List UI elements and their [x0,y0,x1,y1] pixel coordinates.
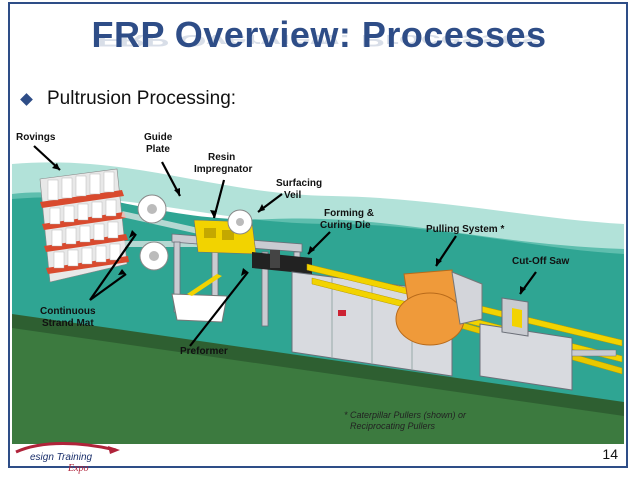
label-note-1: * Caterpillar Pullers (shown) or [344,410,467,420]
pultrusion-diagram: Rovings Guide Plate Resin Impregnator Su… [12,132,624,444]
cut-off-saw [479,297,617,391]
floor [12,324,624,444]
label-pulling-system: Pulling System * [426,224,504,235]
label-strand-2: Strand Mat [42,318,94,329]
label-guide-plate-1: Guide [144,132,173,143]
design-training-expo-logo: esign Training Expo [15,442,120,474]
logo-line-1: esign Training [30,452,93,463]
label-note-2: Reciprocating Pullers [350,421,436,431]
logo-line-2: Expo [67,463,89,474]
label-resin-2: Impregnator [194,164,252,175]
label-resin-1: Resin [208,152,235,163]
diagram-labels: Rovings Guide Plate Resin Impregnator Su… [16,132,569,431]
label-surfacing-2: Veil [284,190,301,201]
pulling-system [395,269,483,346]
bullet-text: Pultrusion Processing: [47,88,237,109]
bullet-item: Pultrusion Processing: [20,88,237,110]
rovings-rack [39,168,129,283]
page-number: 14 [602,446,618,462]
label-forming-1: Forming & [324,208,374,219]
slide-title: FRP Overview: Processes [91,14,547,55]
label-preformer: Preformer [180,346,228,357]
label-surfacing-1: Surfacing [276,178,322,189]
slide-frame [8,2,628,468]
diamond-bullet-icon [20,92,33,106]
resin-impregnator [193,209,257,255]
label-forming-2: Curing Die [320,220,371,231]
forming-curing-die [252,250,312,274]
label-guide-plate-2: Plate [146,144,170,155]
label-rovings: Rovings [16,132,56,143]
label-cut-off-saw: Cut-Off Saw [512,256,569,267]
label-strand-1: Continuous [40,306,96,317]
